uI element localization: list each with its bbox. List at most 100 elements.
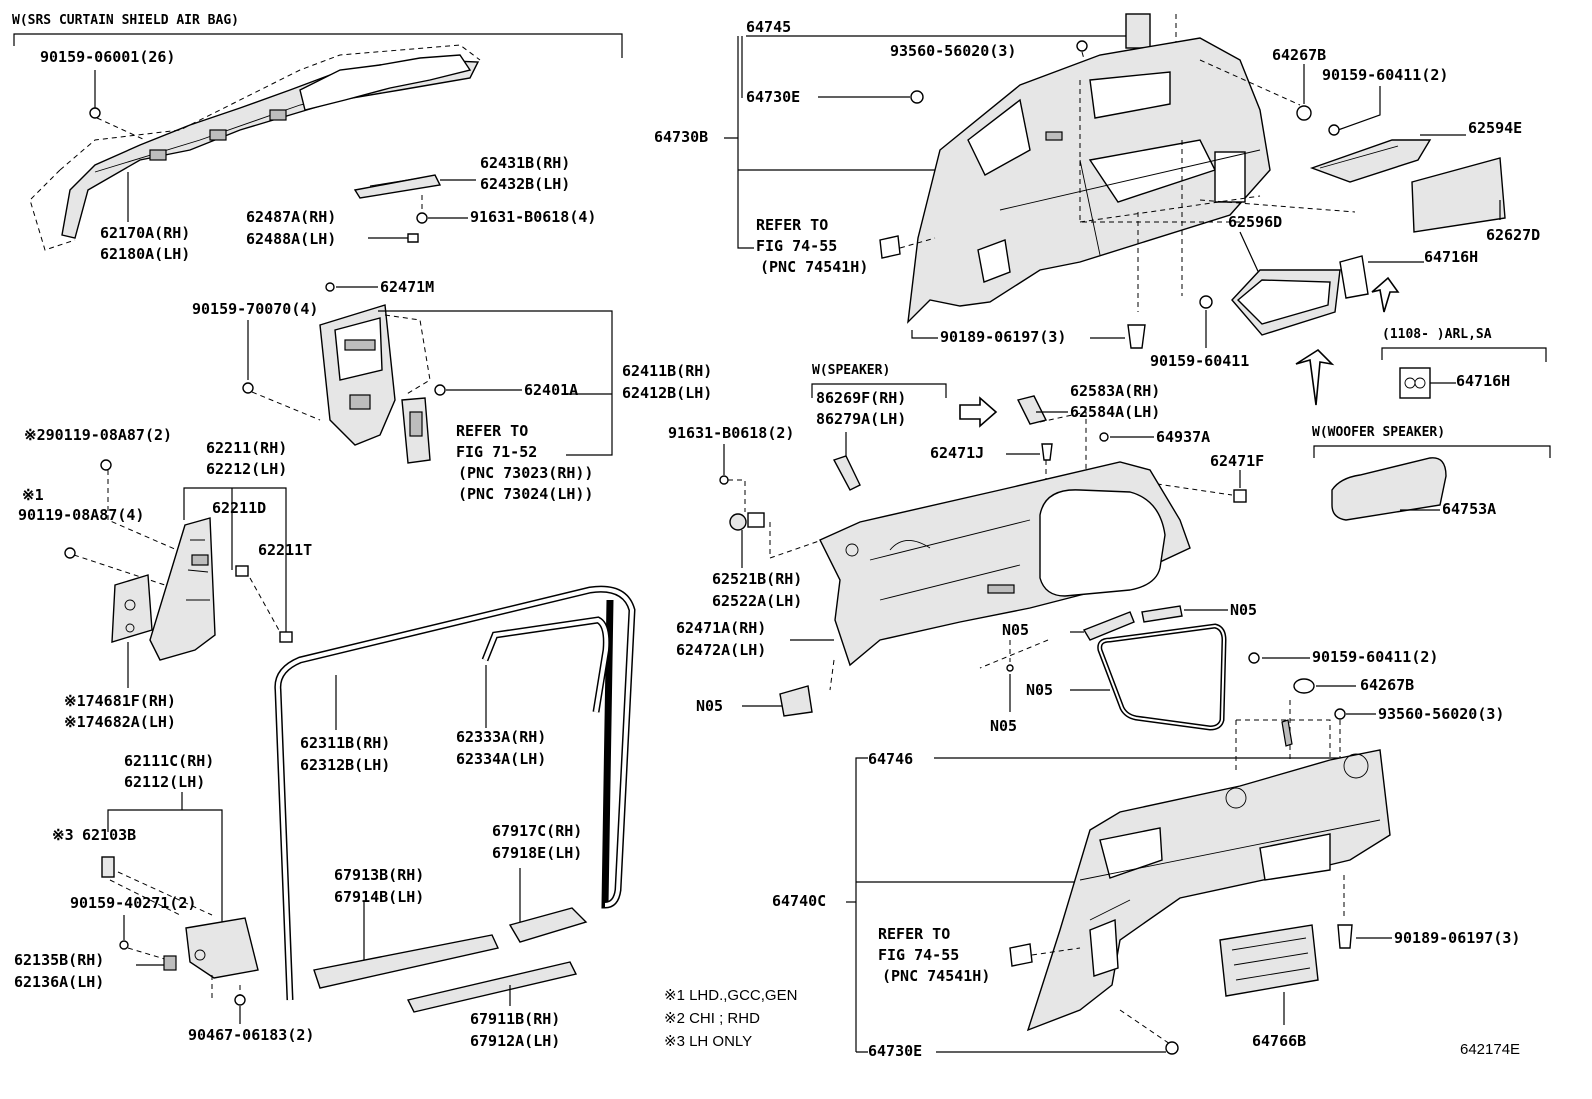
ref3-line2: FIG 74-55	[878, 946, 959, 964]
label-n05-2[interactable]: N05	[1230, 601, 1257, 619]
label-62170a[interactable]: 62170A(RH)	[100, 224, 190, 242]
label-62112[interactable]: 62112(LH)	[124, 773, 205, 791]
label-90159-60411-top[interactable]: 90159-60411(2)	[1322, 66, 1448, 84]
label-90119-4[interactable]: 90119-08A87(4)	[18, 506, 144, 524]
label-62412b[interactable]: 62412B(LH)	[622, 384, 712, 402]
label-67917c[interactable]: 67917C(RH)	[492, 822, 582, 840]
label-64766b[interactable]: 64766B	[1252, 1032, 1306, 1050]
pillar-garnish-part	[319, 304, 396, 446]
label-90159-60411-low[interactable]: 90159-60411(2)	[1312, 648, 1438, 666]
label-62311b[interactable]: 62311B(RH)	[300, 734, 390, 752]
label-90189-b[interactable]: 90189-06197(3)	[1394, 929, 1520, 947]
bracket-74681f-part	[111, 574, 153, 643]
label-91631-b0618-4[interactable]: 91631-B0618(4)	[470, 208, 596, 226]
label-90467[interactable]: 90467-06183(2)	[188, 1026, 314, 1044]
label-62471a[interactable]: 62471A(RH)	[676, 619, 766, 637]
cover-64766b-part	[1219, 924, 1319, 997]
label-64746[interactable]: 64746	[868, 750, 913, 768]
label-90159-70070[interactable]: 90159-70070(4)	[192, 300, 318, 318]
label-62596d[interactable]: 62596D	[1228, 213, 1282, 231]
ref3-line1: REFER TO	[878, 925, 950, 943]
label-74681f[interactable]: ※174681F(RH)	[64, 692, 176, 710]
label-91631-b0618-2[interactable]: 91631-B0618(2)	[668, 424, 794, 442]
label-90159-60411-mid[interactable]: 90159-60411	[1150, 352, 1249, 370]
label-64716h-a[interactable]: 64716H	[1424, 248, 1478, 266]
label-62180a[interactable]: 62180A(LH)	[100, 245, 190, 263]
clip-62211d-icon	[235, 565, 249, 577]
n05-strip-1	[1082, 611, 1135, 641]
label-62212[interactable]: 62212(LH)	[206, 460, 287, 478]
label-n05-1[interactable]: N05	[696, 697, 723, 715]
label-74682a[interactable]: ※174682A(LH)	[64, 713, 176, 731]
label-62471m[interactable]: 62471M	[380, 278, 434, 296]
label-64730e-top[interactable]: 64730E	[746, 88, 800, 106]
label-64267b-top[interactable]: 64267B	[1272, 46, 1326, 64]
label-62103b[interactable]: 62103B	[82, 826, 136, 844]
label-90189-a[interactable]: 90189-06197(3)	[940, 328, 1066, 346]
label-62411b[interactable]: 62411B(RH)	[622, 362, 712, 380]
label-64937a[interactable]: 64937A	[1156, 428, 1210, 446]
woofer-cover-64753a-part	[1331, 457, 1447, 521]
label-62487a[interactable]: 62487A(RH)	[246, 208, 336, 226]
label-64745[interactable]: 64745	[746, 18, 791, 36]
label-90159-40271[interactable]: 90159-40271(2)	[70, 894, 196, 912]
label-62211t[interactable]: 62211T	[258, 541, 312, 559]
quarter-trim-64740c-part	[1026, 749, 1391, 1032]
label-93560-b[interactable]: 93560-56020(3)	[1378, 705, 1504, 723]
label-64740c[interactable]: 64740C	[772, 892, 826, 910]
label-62521b[interactable]: 62521B(RH)	[712, 570, 802, 588]
label-62432b[interactable]: 62432B(LH)	[480, 175, 570, 193]
clip-62521b-part	[729, 512, 765, 531]
ref1-line2: FIG 74-55	[756, 237, 837, 255]
label-67911b[interactable]: 67911B(RH)	[470, 1010, 560, 1028]
label-64730b[interactable]: 64730B	[654, 128, 708, 146]
group-woofer: W(WOOFER SPEAKER)	[1312, 425, 1445, 440]
label-290119[interactable]: ※290119-08A87(2)	[24, 426, 172, 444]
label-67912a[interactable]: 67912A(LH)	[470, 1032, 560, 1050]
label-62522a[interactable]: 62522A(LH)	[712, 592, 802, 610]
label-star1[interactable]: ※1	[22, 486, 44, 504]
label-62471f[interactable]: 62471F	[1210, 452, 1264, 470]
label-62211d[interactable]: 62211D	[212, 499, 266, 517]
label-62135b[interactable]: 62135B(RH)	[14, 951, 104, 969]
label-62401a[interactable]: 62401A	[524, 381, 578, 399]
label-67914b[interactable]: 67914B(LH)	[334, 888, 424, 906]
scuff-plate-67917c-part	[508, 907, 588, 943]
label-62584a[interactable]: 62584A(LH)	[1070, 403, 1160, 421]
label-64753a[interactable]: 64753A	[1442, 500, 1496, 518]
scuff-plate-67913b-part	[313, 934, 499, 989]
ref1-line3: (PNC 74541H)	[760, 258, 868, 276]
label-67913b[interactable]: 67913B(RH)	[334, 866, 424, 884]
label-62471j[interactable]: 62471J	[930, 444, 984, 462]
label-90159-06001[interactable]: 90159-06001(26)	[40, 48, 175, 66]
label-62136a[interactable]: 62136A(LH)	[14, 973, 104, 991]
label-62111c[interactable]: 62111C(RH)	[124, 752, 214, 770]
label-n05-3[interactable]: N05	[1002, 621, 1029, 639]
label-62488a[interactable]: 62488A(LH)	[246, 230, 336, 248]
speaker-62583a-part	[1016, 395, 1048, 425]
label-62211[interactable]: 62211(RH)	[206, 439, 287, 457]
cover-62103b-icon	[101, 856, 115, 878]
label-62594e[interactable]: 62594E	[1468, 119, 1522, 137]
label-67918e[interactable]: 67918E(LH)	[492, 844, 582, 862]
label-62334a[interactable]: 62334A(LH)	[456, 750, 546, 768]
label-62312b[interactable]: 62312B(LH)	[300, 756, 390, 774]
label-64716h-b[interactable]: 64716H	[1456, 372, 1510, 390]
label-62583a[interactable]: 62583A(RH)	[1070, 382, 1160, 400]
clip-icon	[910, 90, 924, 104]
label-62431b[interactable]: 62431B(RH)	[480, 154, 570, 172]
label-93560-a[interactable]: 93560-56020(3)	[890, 42, 1016, 60]
label-star3[interactable]: ※3	[52, 826, 74, 844]
label-64267b-low[interactable]: 64267B	[1360, 676, 1414, 694]
bolt-icon	[89, 107, 101, 119]
label-62472a[interactable]: 62472A(LH)	[676, 641, 766, 659]
pad-icon	[879, 235, 901, 259]
label-64730e-bot[interactable]: 64730E	[868, 1042, 922, 1060]
label-n05-4[interactable]: N05	[1026, 681, 1053, 699]
label-62627d[interactable]: 62627D	[1486, 226, 1540, 244]
label-86279a[interactable]: 86279A(LH)	[816, 410, 906, 428]
label-86269f[interactable]: 86269F(RH)	[816, 389, 906, 407]
label-62333a[interactable]: 62333A(RH)	[456, 728, 546, 746]
label-n05-5[interactable]: N05	[990, 717, 1017, 735]
clip-90189-b-icon	[1337, 924, 1353, 949]
